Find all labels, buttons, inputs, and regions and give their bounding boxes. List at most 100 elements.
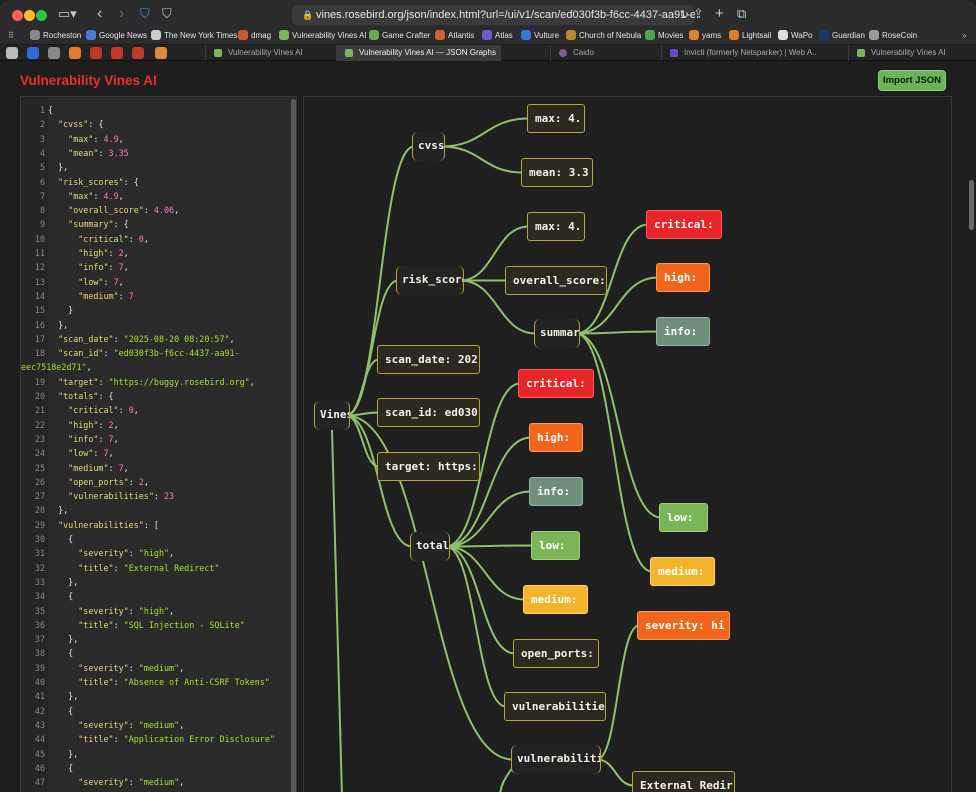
more-bookmarks-icon[interactable]: » [962,31,967,40]
graph-node-risk-max[interactable]: max: 4. [527,212,585,241]
pinned-tab-3[interactable] [48,47,60,59]
close-window-button[interactable] [12,10,23,21]
bookmark-yams[interactable]: yams [689,29,721,44]
line-number: 13 [34,276,45,287]
graph-node-tot-critical[interactable]: critical: [518,369,594,398]
code-text: "title": "Application Error Disclosure" [78,734,275,745]
reload-icon[interactable]: ↻ [679,9,689,21]
editor-scrollbar[interactable] [291,99,296,792]
tab-json-graphs[interactable]: Vulnerability Vines AI — JSON Graphs [336,45,501,61]
graph-node-totals[interactable]: total [410,532,450,561]
json-editor[interactable]: 1{2 "cvss": {3 "max": 4.9,4 "mean": 3.35… [20,96,297,792]
graph-node-open-ports[interactable]: open_ports: [513,639,599,668]
line-number: 39 [34,662,45,673]
bookmark-dmag[interactable]: dmag [238,29,271,44]
graph-node-vulns[interactable]: vulnerabiliti [511,745,601,774]
line-number: 10 [34,233,45,244]
graph-node-scan-id[interactable]: scan_id: ed030 [377,398,480,427]
tab-vulnerability-vines-1[interactable]: Vulnerability Vines AI [205,45,335,61]
bookmark-vulnerability-vines[interactable]: Vulnerability Vines AI [279,29,367,44]
graph-node-v-sev[interactable]: severity: hi [637,611,730,640]
address-bar[interactable]: 🔒 vines.rosebird.org/json/index.html?url… [292,5,695,25]
share-icon[interactable]: ⇪ [693,6,704,21]
pinned-tab-5[interactable] [90,47,102,59]
graph-node-scan-date[interactable]: scan_date: 202 [377,345,480,374]
import-json-button[interactable]: Import JSON [878,70,946,91]
sidebar-toggle-icon[interactable]: ▭▾ [58,6,77,21]
shield-extension-icon[interactable]: ⛉ [140,6,150,21]
graph-node-summary[interactable]: summar [534,319,580,348]
bookmark-wapo[interactable]: WaPo [778,29,813,44]
graph-edge [445,382,521,548]
pinned-tab-4[interactable] [69,47,81,59]
bookmark-rosecoin[interactable]: RoseCoin [869,29,917,44]
bookmark-vulture[interactable]: Vulture [521,29,559,44]
graph-node-cvss[interactable]: cvss [412,132,445,161]
code-line: 45 }, [21,747,78,761]
bookmark-church-of-nebula[interactable]: Church of Nebula [566,29,641,44]
graph-node-tot-high[interactable]: high: [529,423,583,452]
code-line: 4 "mean": 3.35 [21,146,129,160]
graph-node-sum-high[interactable]: high: [656,263,710,292]
graph-edge [575,332,653,573]
bookmark-game-crafter[interactable]: Game Crafter [369,29,430,44]
graph-node-root[interactable]: Vines [314,401,350,430]
graph-node-tot-vulns[interactable]: vulnerabilitie [504,692,606,721]
bookmark-nyt[interactable]: The New York Times [151,29,237,44]
graph-node-tot-medium[interactable]: medium: [523,585,588,614]
line-number: 23 [34,433,45,444]
pinned-tab-soundcloud[interactable] [155,47,167,59]
code-line: 22 "high": 2, [21,418,119,432]
graph-node-sum-critical[interactable]: critical: [646,210,722,239]
bookmark-atlas[interactable]: Atlas [482,29,513,44]
new-tab-icon[interactable]: + [715,5,724,22]
graph-node-sum-info[interactable]: info: [656,317,710,346]
bookmark-lightsail[interactable]: Lightsail [729,29,771,44]
bookmark-google-news[interactable]: Google News [86,29,147,44]
code-line: 44 "title": "Application Error Disclosur… [21,732,275,746]
code-text: "totals": { [58,391,114,401]
pinned-tab-linkedin[interactable] [27,47,39,59]
bookmark-guardian[interactable]: Guardian [819,29,865,44]
pinned-tab-7[interactable] [132,47,144,59]
bookmark-atlantis[interactable]: Atlantis [435,29,474,44]
page-scrollbar[interactable] [969,180,974,230]
graph-node-sum-low[interactable]: low: [659,503,708,532]
bookmark-rocheston[interactable]: Rocheston [30,29,81,44]
json-graph-canvas[interactable]: Vines cvss max: 4. mean: 3.3 risk_score max: … [303,96,952,792]
line-number: 2 [39,119,45,130]
bookmark-movies[interactable]: Movies [645,29,683,44]
tab-vulnerability-vines-2[interactable]: Vulnerability Vines AI [848,45,976,61]
code-text: "target": "https://buggy.rosebird.org", [58,376,255,387]
graph-node-cvss-max[interactable]: max: 4. [527,104,585,133]
forward-arrow-icon[interactable]: › [119,5,125,22]
privacy-shield-icon[interactable]: ⛉ [162,6,172,21]
code-line: 40 "title": "Absence of Anti-CSRF Tokens… [21,675,270,689]
code-line: 8 "overall_score": 4.06, [21,203,179,217]
graph-edge [459,225,530,282]
minimize-window-button[interactable] [24,10,35,21]
apps-grid-icon[interactable]: ⠿ [8,31,14,40]
code-text: }, [48,748,79,759]
graph-node-v-title[interactable]: External Redir [632,771,735,792]
graph-node-target[interactable]: target: https: [377,452,480,481]
graph-edge [440,145,524,174]
line-number: 30 [34,534,45,544]
graph-node-cvss-mean[interactable]: mean: 3.3 [521,158,593,187]
tab-overview-icon[interactable]: ⧉ [737,6,747,21]
graph-node-risk[interactable]: risk_score [396,266,464,295]
tab-caido[interactable]: Caido [550,45,660,61]
back-arrow-icon[interactable]: ‹ [97,5,103,22]
zoom-window-button[interactable] [36,10,47,21]
code-text: "max": 4.9, [68,133,124,144]
graph-node-tot-low[interactable]: low: [531,531,580,560]
pinned-tab-1[interactable] [6,47,18,59]
graph-node-sum-medium[interactable]: medium: [650,557,715,586]
graph-node-overall[interactable]: overall_score: [505,266,607,295]
line-number: 45 [34,748,45,759]
pinned-tab-6[interactable] [111,47,123,59]
graph-node-tot-info[interactable]: info: [529,477,583,506]
code-line: 9 "summary": { [21,217,129,231]
bookmark-label: Rocheston [43,31,82,40]
tab-invicti[interactable]: Invicti (formerly Netsparker) | Web A... [661,45,816,61]
